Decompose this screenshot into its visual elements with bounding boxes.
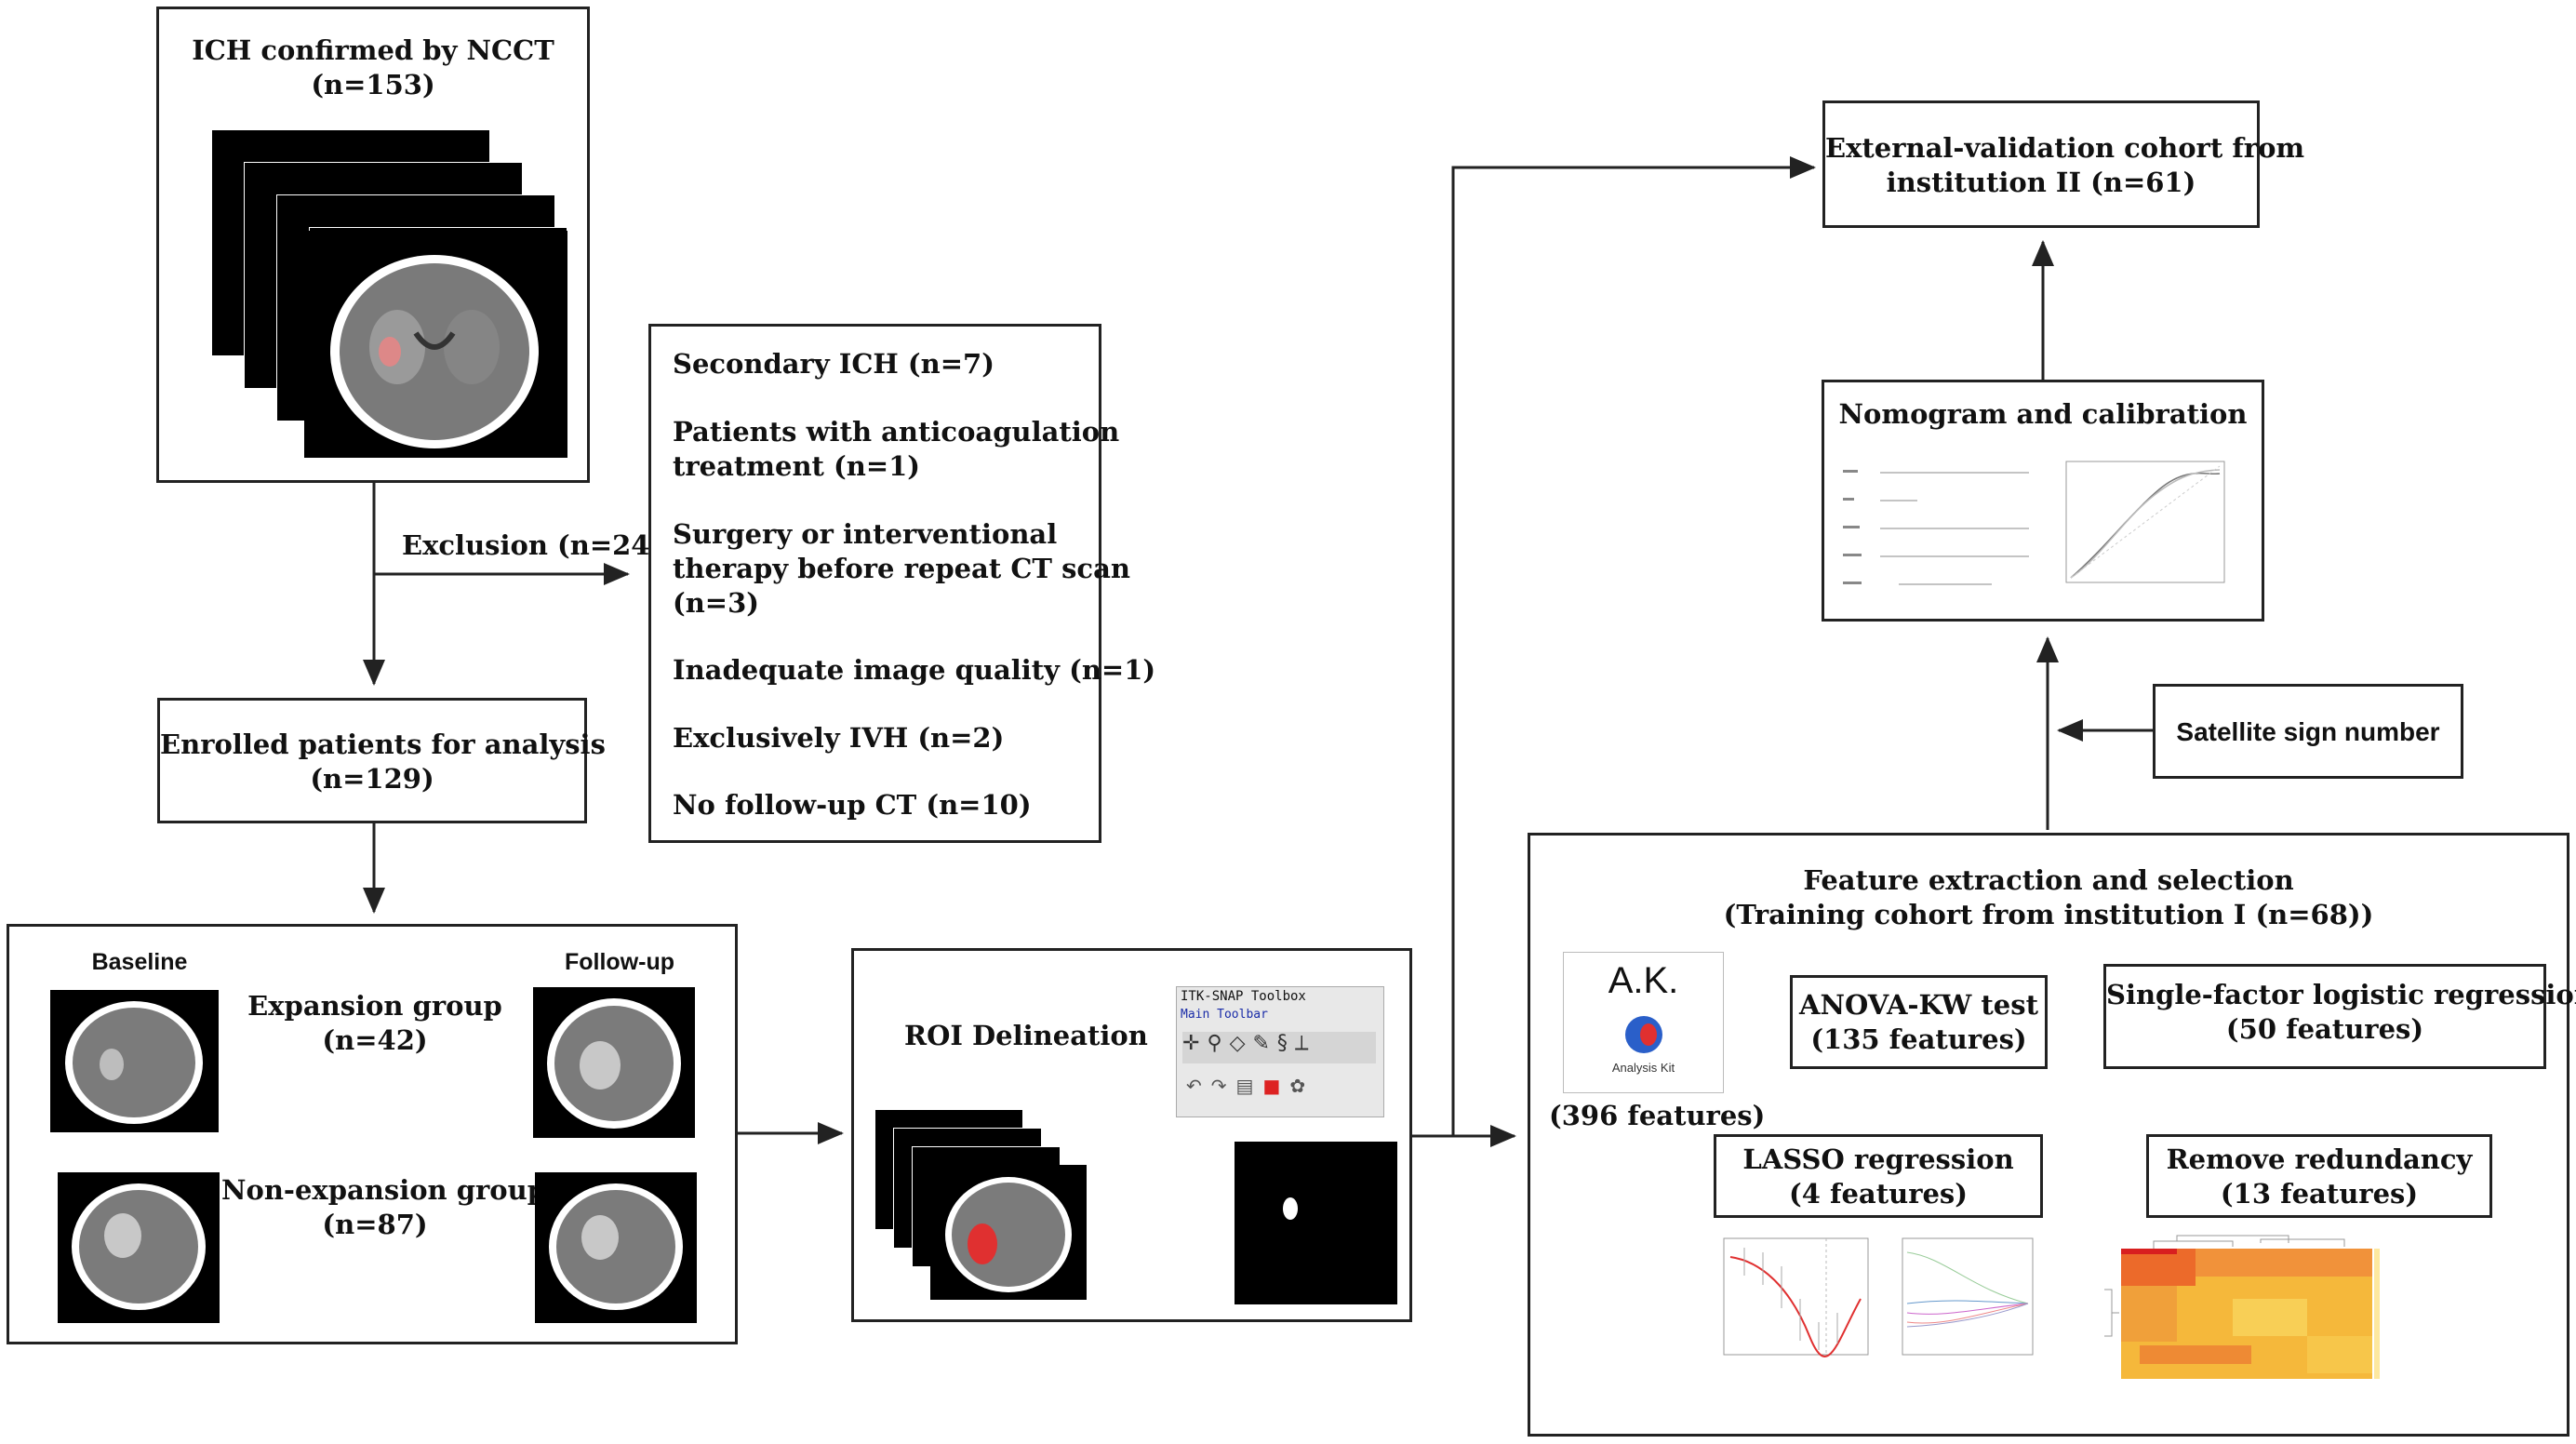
zoom-icon[interactable]: ⚲ [1207, 1032, 1230, 1055]
redundancy-box: Remove redundancy (13 features) [2146, 1134, 2492, 1218]
exclusion-item: No follow-up CT (n=10) [673, 789, 1032, 821]
enrolled-box: Enrolled patients for analysis (n=129) [157, 698, 606, 823]
satellite-box: Satellite sign number [2153, 684, 2463, 779]
snake-icon[interactable]: § [1276, 1032, 1295, 1055]
ruler-icon[interactable]: ⟂ [1294, 1032, 1316, 1055]
external-line1: External-validation cohort from [1825, 132, 2305, 164]
exclusion-item: Surgery or interventional [673, 518, 1058, 550]
ct-baseline-nonexpansion [58, 1172, 220, 1323]
ak-features-count: (396 features) [1549, 1100, 1766, 1131]
anova-box: ANOVA-KW test (135 features) [1790, 975, 2048, 1069]
logistic-count: (50 features) [2225, 1013, 2424, 1045]
expansion-count: (n=42) [322, 1024, 428, 1056]
enrolled-title: Enrolled patients for analysis [160, 729, 606, 760]
ich-title: ICH confirmed by NCCT [192, 34, 554, 66]
exclusion-item: treatment (n=1) [673, 450, 921, 482]
lasso-coef-plot [1902, 1237, 2034, 1356]
exclusion-item: Secondary ICH (n=7) [673, 348, 994, 380]
ich-box: ICH confirmed by NCCT (n=153) [156, 7, 590, 483]
undo-icon[interactable]: ↶ [1186, 1075, 1211, 1097]
lasso-title: LASSO regression [1742, 1143, 2014, 1175]
exclusion-box: Secondary ICH (n=7) Patients with antico… [648, 324, 1155, 843]
external-line2: institution II (n=61) [1886, 167, 2196, 198]
feature-title: Feature extraction and selection [1803, 864, 2294, 896]
ak-logo-sub: Analysis Kit [1611, 1061, 1675, 1075]
exclusion-item: Inadequate image quality (n=1) [673, 654, 1156, 686]
expansion-title: Expansion group [247, 990, 502, 1022]
nomogram-box: Nomogram and calibration [1822, 380, 2264, 622]
ak-logo-emblem [1625, 1016, 1662, 1053]
exclusion-label: Exclusion (n=24) [402, 529, 663, 561]
exclusion-item: Patients with anticoagulation [673, 416, 1120, 448]
ich-count: (n=153) [311, 69, 435, 100]
logistic-title: Single-factor logistic regression [2106, 979, 2576, 1010]
anova-title: ANOVA-KW test [1799, 989, 2038, 1021]
lasso-cv-plot [1723, 1237, 1869, 1357]
palette-icon[interactable]: ✿ [1289, 1075, 1315, 1097]
nomogram-title: Nomogram and calibration [1838, 398, 2248, 430]
redundancy-title: Remove redundancy [2166, 1143, 2473, 1175]
lasso-count: (4 features) [1789, 1178, 1968, 1210]
groups-box: Baseline Follow-up Expansion group (n=42… [7, 924, 738, 1344]
logistic-box: Single-factor logistic regression (50 fe… [2103, 964, 2576, 1069]
roi-title: ROI Delineation [904, 1020, 1148, 1051]
exclusion-item: Exclusively IVH (n=2) [673, 722, 1005, 754]
itk-toolbox: ITK-SNAP Toolbox Main Toolbar ✛⚲◇✎§⟂ ↶↷▤… [1176, 986, 1384, 1117]
followup-label: Follow-up [564, 949, 675, 975]
layers-icon[interactable]: ▤ [1235, 1075, 1263, 1097]
satellite-title: Satellite sign number [2176, 717, 2440, 746]
ct-baseline-expansion [50, 990, 219, 1132]
calibration-plot [2065, 461, 2225, 583]
itk-tool-row: ✛⚲◇✎§⟂ [1182, 1032, 1376, 1063]
feature-box: Feature extraction and selection (Traini… [1528, 833, 2576, 1437]
ct-followup-nonexpansion [535, 1172, 697, 1323]
redo-icon[interactable]: ↷ [1210, 1075, 1236, 1097]
roi-box: ROI Delineation ITK-SNAP Toolbox Main To… [851, 948, 1412, 1322]
ct-brain-image [304, 231, 567, 458]
redundancy-count: (13 features) [2220, 1178, 2419, 1210]
enrolled-count: (n=129) [310, 763, 434, 795]
ct-roi-image [930, 1165, 1087, 1300]
exclusion-item: therapy before repeat CT scan [673, 553, 1130, 584]
anova-count: (135 features) [1810, 1023, 2027, 1055]
paintbrush-icon[interactable]: ✎ [1252, 1032, 1277, 1055]
ak-logo: A.K. Analysis Kit [1563, 952, 1724, 1093]
ct-followup-expansion [533, 987, 695, 1138]
correlation-heatmap [2104, 1235, 2380, 1379]
baseline-label: Baseline [91, 949, 188, 975]
roi-mask-image [1235, 1142, 1397, 1304]
ak-logo-text: A.K. [1608, 960, 1679, 1001]
polygon-icon[interactable]: ◇ [1229, 1032, 1253, 1055]
external-box: External-validation cohort from institut… [1822, 100, 2305, 228]
feature-subtitle: (Training cohort from institution I (n=6… [1723, 899, 2374, 930]
exclusion-item: (n=3) [673, 587, 760, 619]
itk-toolbox-title: ITK-SNAP Toolbox [1181, 989, 1306, 1004]
nomogram-plot [1843, 470, 2029, 585]
crosshair-icon[interactable]: ✛ [1182, 1032, 1208, 1055]
nonexpansion-title: Non-expansion group [221, 1174, 546, 1206]
nonexpansion-count: (n=87) [322, 1209, 428, 1240]
itk-toolbox-subtitle: Main Toolbar [1181, 1008, 1268, 1022]
lasso-box: LASSO regression (4 features) [1714, 1134, 2043, 1218]
label-color-icon[interactable]: ■ [1262, 1075, 1290, 1097]
itk-tool-row-2: ↶↷▤■✿ [1186, 1075, 1380, 1103]
